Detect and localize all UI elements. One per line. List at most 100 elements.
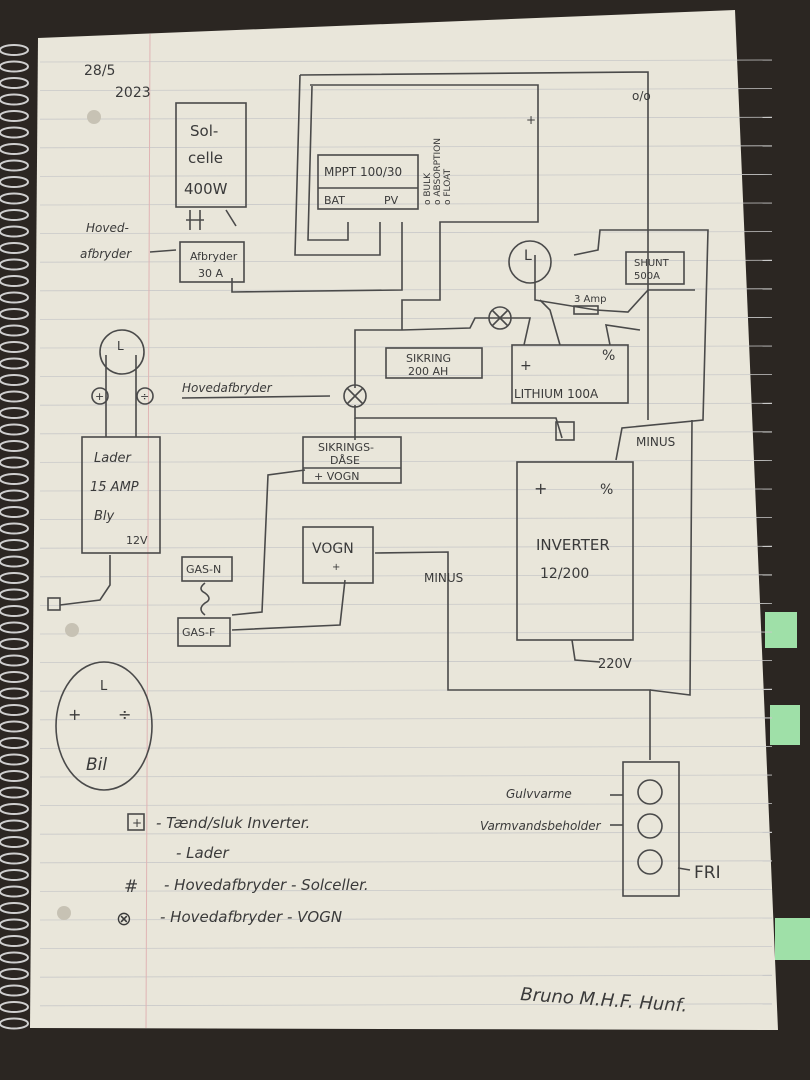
outlet-label-vandvarmer: Varmvandsbeholder xyxy=(480,819,602,833)
inverter-switch-icon xyxy=(555,421,575,441)
hovedafbryder-left-2: afbryder xyxy=(80,247,132,261)
inverter-label-2: 12/200 xyxy=(540,566,589,582)
solar-panel-box xyxy=(175,102,247,208)
fuse-3a xyxy=(573,305,599,315)
inverter-minus: % xyxy=(600,482,613,498)
bil-plus: + xyxy=(68,705,81,724)
solar-main-switch-symbol xyxy=(186,209,237,230)
lader-label-4: 12V xyxy=(126,534,148,547)
mppt-led-bulk: o BULK xyxy=(423,172,433,205)
hovedafbryder-mid-label: Hovedafbryder xyxy=(182,381,273,395)
sikring200-label-1: SIKRING xyxy=(406,352,451,365)
lader-minus-terminal xyxy=(136,387,154,405)
margin-line xyxy=(145,33,151,1029)
ruled-lines xyxy=(39,59,773,1007)
shunt-label-2: 500A xyxy=(634,271,660,282)
plug-icon xyxy=(47,597,61,611)
arrow-icon xyxy=(149,249,177,253)
spiral-binding xyxy=(0,44,29,1030)
punch-hole xyxy=(65,623,79,637)
top-switch-label: o/o xyxy=(632,89,651,103)
legend-text-0: - Tænd/sluk Inverter. xyxy=(156,814,310,832)
outlet-label-fri: FRI xyxy=(694,863,721,883)
gas-f-label: GAS-F xyxy=(182,626,215,639)
notebook-page xyxy=(30,10,778,1030)
lader-label-1: Lader xyxy=(94,451,132,466)
bil-label: Bil xyxy=(86,755,107,775)
shunt-label-1: SHUNT xyxy=(634,258,670,269)
sticky-tab-3 xyxy=(775,918,810,960)
sikring200-label-2: 200 AH xyxy=(408,365,448,378)
lamp-label: L xyxy=(524,248,532,264)
bil-l: L xyxy=(100,679,108,694)
hovedafbryder-left-1: Hoved- xyxy=(86,221,129,235)
monitor-circle xyxy=(508,240,552,284)
punch-hole xyxy=(87,110,101,124)
solar-label-1: Sol- xyxy=(190,122,218,140)
sticky-tab-1 xyxy=(765,612,797,648)
afbryder-label-1: Afbryder xyxy=(190,250,238,263)
punch-hole xyxy=(57,906,71,920)
solar-label-3: 400W xyxy=(184,180,228,198)
date-line-2: 2023 xyxy=(115,85,151,101)
mppt-title: MPPT 100/30 xyxy=(324,165,402,179)
lader-plus: + xyxy=(95,390,104,403)
mppt-led-absorption: o ABSORPTION xyxy=(433,138,443,205)
legend-text-3: - Hovedafbryder - VOGN xyxy=(160,908,342,926)
sikringsdase-box xyxy=(302,436,402,484)
lader-minus: ÷ xyxy=(140,390,149,403)
lithium-label: LITHIUM 100A xyxy=(514,387,599,401)
legend-sym-2: # xyxy=(124,877,138,897)
legend-sym-0: + xyxy=(132,816,142,830)
vogn-main-switch-icon xyxy=(343,384,367,408)
fuse-label: 3 Amp xyxy=(574,294,606,305)
inverter-box xyxy=(516,461,634,641)
v220-label: 220V xyxy=(598,657,632,672)
arrow-icon xyxy=(181,395,331,399)
vogn-box xyxy=(302,526,374,584)
switch-cross-icon xyxy=(488,306,512,330)
sikringsdase-label-1: SIKRINGS- xyxy=(318,441,374,454)
mppt-pv: PV xyxy=(384,194,399,207)
afbryder-label-2: 30 A xyxy=(198,267,223,280)
vogn-label-2: + xyxy=(332,562,340,573)
gas-n-box xyxy=(181,556,233,582)
sikring-200-box xyxy=(385,347,483,379)
legend-sym-3: ⊗ xyxy=(116,908,132,930)
legend-text-1: - Lader xyxy=(176,844,229,862)
mppt-box xyxy=(317,154,419,210)
sikringsdase-label-2: DÅSE xyxy=(330,454,360,467)
lader-plus-terminal xyxy=(91,387,109,405)
sikringsdase-label-3: + VOGN xyxy=(314,470,359,483)
mppt-led-float: o FLOAT xyxy=(443,168,453,205)
lader-label-2: 15 AMP xyxy=(90,480,139,495)
legend: + - Tænd/sluk Inverter. - Lader # - Hove… xyxy=(116,813,369,930)
afbryder-30a-box xyxy=(179,241,245,283)
minus-label-b: MINUS xyxy=(636,435,675,449)
lithium-plus: + xyxy=(520,358,532,374)
legend-text-2: - Hovedafbryder - Solceller. xyxy=(164,876,369,894)
lithium-battery-box xyxy=(511,344,629,404)
outlet-strip xyxy=(622,761,680,897)
lader-socket-l: L xyxy=(117,339,124,353)
vogn-label-1: VOGN xyxy=(312,541,354,557)
outlet-icon xyxy=(637,849,663,875)
outlet-icon xyxy=(637,779,663,805)
solar-label-2: celle xyxy=(188,149,223,167)
date-line-1: 28/5 xyxy=(84,63,115,79)
shunt-box xyxy=(625,251,685,285)
bil-minus: ÷ xyxy=(118,705,131,724)
lader-label-3: Bly xyxy=(94,509,115,524)
lithium-minus: % xyxy=(602,348,615,364)
inverter-label-1: INVERTER xyxy=(536,536,610,554)
outlet-icon xyxy=(637,813,663,839)
bil-socket-oval xyxy=(55,661,153,791)
gas-f-box xyxy=(177,617,231,647)
minus-label-a: MINUS xyxy=(424,571,463,585)
wires xyxy=(59,71,709,871)
sticky-tab-2 xyxy=(770,705,800,745)
lader-box xyxy=(81,436,161,554)
plus-mark: + xyxy=(526,113,536,127)
gas-n-label: GAS-N xyxy=(186,563,221,576)
